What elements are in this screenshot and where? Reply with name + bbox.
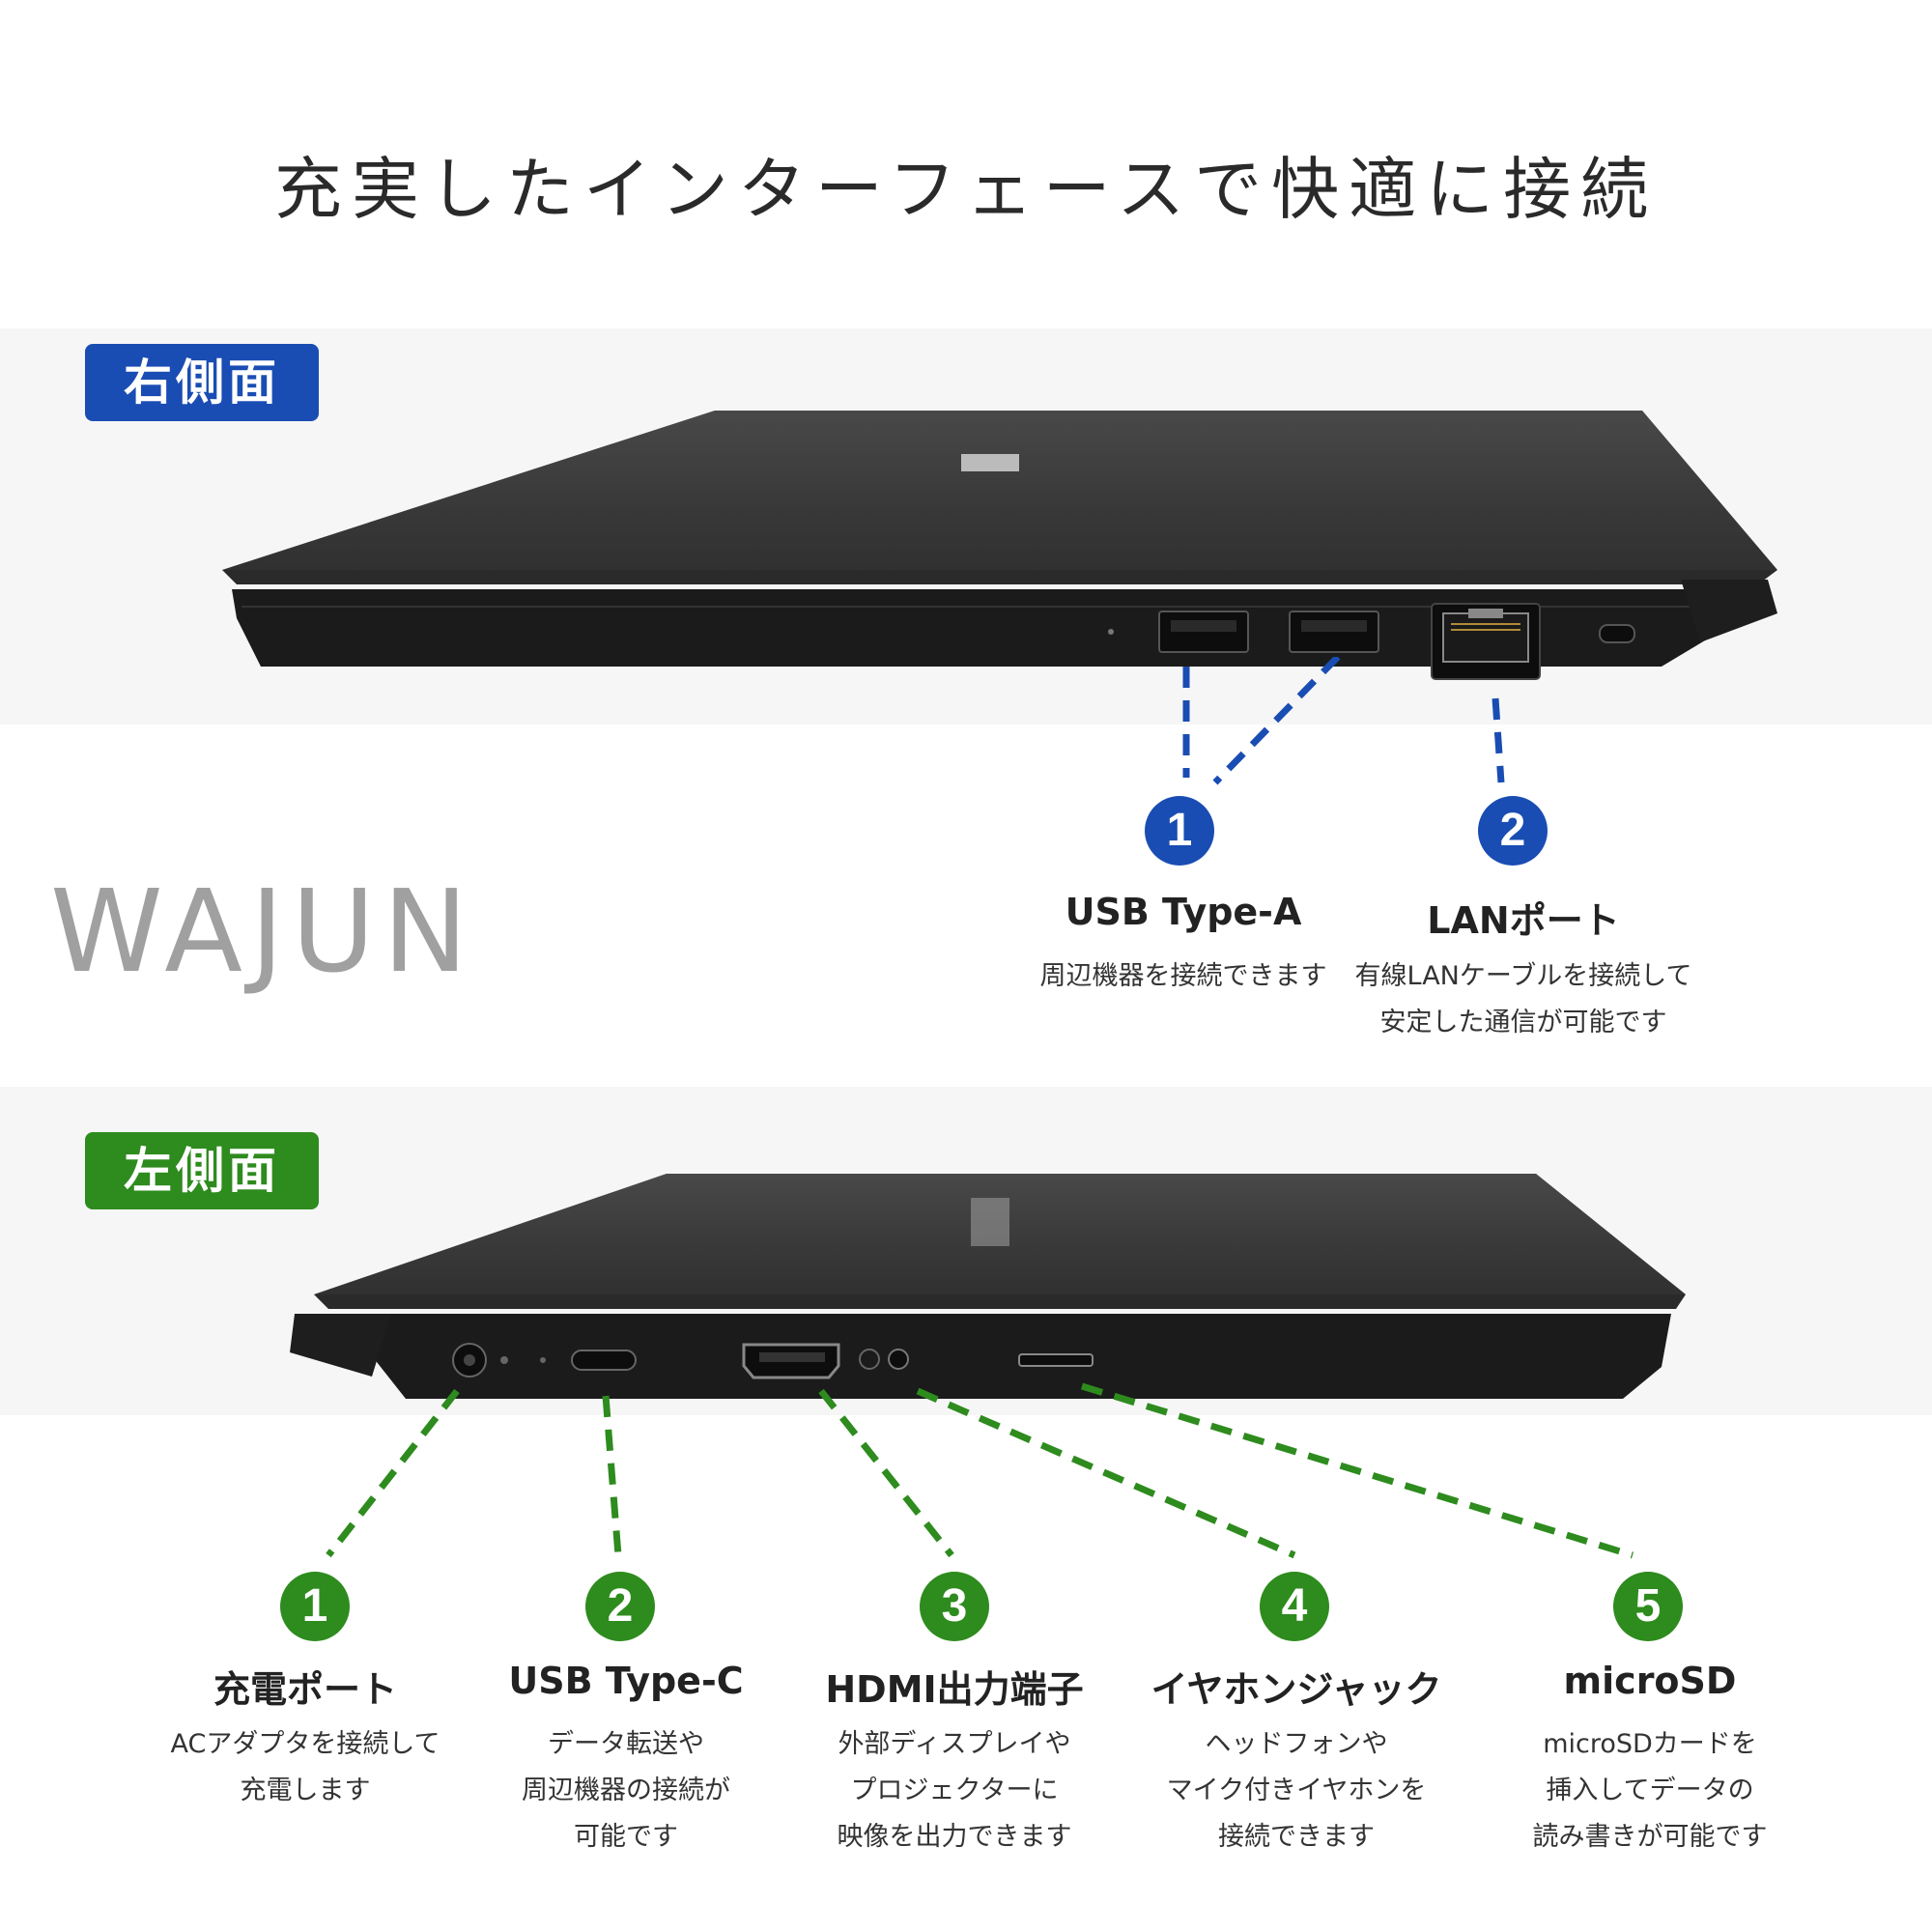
left-port-2-desc: データ転送や 周辺機器の接続が 可能です [522,1729,730,1852]
right-port-1-desc: 周辺機器を接続できます [1039,961,1327,991]
right-side-leader-lines [1182,657,1505,785]
left-port-2-number: 2 [585,1572,655,1641]
left-port-1-desc: ACアダプタを接続して 充電します [170,1729,440,1805]
left-port-1-number: 1 [280,1572,350,1641]
laptop-left-side-image [290,1174,1686,1399]
brand-logo: WAJUN [50,865,476,998]
page-title: 充実したインターフェースで快適に接続 [273,150,1659,229]
right-port-2-desc: 有線LANケーブルを接続して 安定した通信が可能です [1354,961,1692,1037]
right-port-1-title: USB Type-A [1065,891,1302,933]
left-port-5-number: 5 [1613,1572,1683,1641]
laptop-right-side-image [222,411,1777,680]
right-port-2-number: 2 [1478,796,1548,866]
left-port-4-desc: ヘッドフォンや マイク付きイヤホンを 接続できます [1166,1729,1427,1852]
left-port-3-desc: 外部ディスプレイや プロジェクターに 映像を出力できます [837,1729,1072,1852]
left-port-2-title: USB Type-C [508,1660,744,1702]
right-port-2-title: LANポート [1427,899,1620,942]
left-port-3-number: 3 [920,1572,989,1641]
right-port-1-number: 1 [1145,796,1214,866]
left-port-1-title: 充電ポート [213,1668,397,1711]
left-side-leader-lines [326,1382,1634,1559]
left-port-4-number: 4 [1260,1572,1329,1641]
right-side-badge: 右側面 [85,344,319,421]
left-port-5-desc: microSDカードを 挿入してデータの 読み書きが可能です [1532,1729,1768,1852]
left-port-4-title: イヤホンジャック [1151,1668,1442,1711]
left-side-badge: 左側面 [85,1132,319,1209]
left-port-5-title: microSD [1563,1660,1737,1702]
left-port-3-title: HDMI出力端子 [825,1668,1084,1711]
